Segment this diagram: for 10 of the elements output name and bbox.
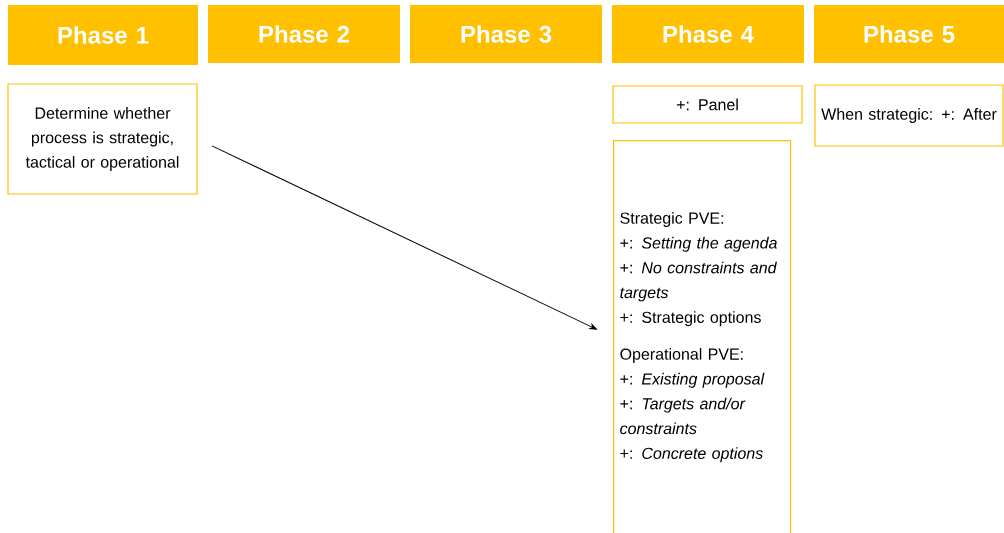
text-box: When strategic: +: After [814, 84, 1004, 147]
phase-header: Phase 2 [208, 5, 400, 63]
text-box: Determine whether process is strategic, tactical or operational [7, 83, 198, 195]
text-box: +: Panel [612, 85, 803, 124]
phase-header: Phase 4 [612, 5, 804, 63]
phase-header: Phase 5 [814, 5, 1004, 63]
arrow [211, 145, 597, 330]
phase-header: Phase 1 [8, 5, 198, 65]
phase-header: Phase 3 [410, 5, 602, 63]
text-box: Strategic PVE: +: Setting the agenda +: No constraints and targets +: Strategic options Operational PVE: +: Existing proposal +: Targets and/or constraints +: Concrete options [613, 140, 792, 533]
